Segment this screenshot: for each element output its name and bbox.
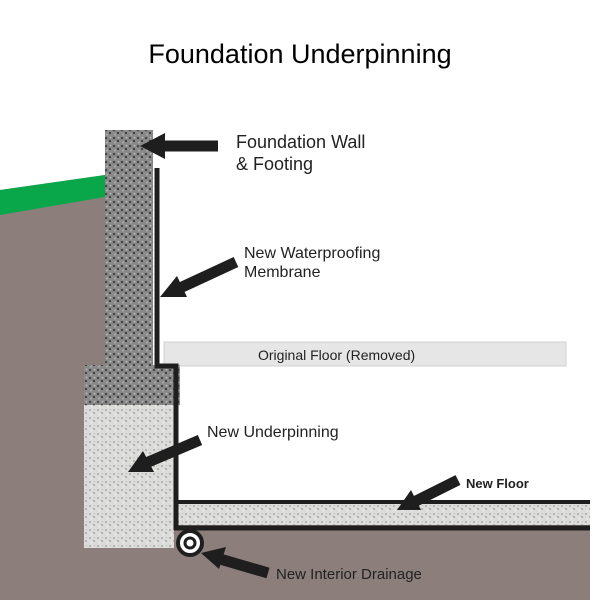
diagram-title: Foundation Underpinning (148, 39, 452, 69)
soil-under-floor (84, 525, 590, 600)
arrow-new-floor (397, 475, 461, 510)
label-new-underpinning: New Underpinning (207, 424, 339, 441)
new-floor-slab (174, 502, 590, 525)
grass-strip (0, 175, 105, 215)
soil-left (0, 175, 105, 600)
arrow-underpinning (128, 434, 203, 472)
new-underpinning-block (84, 405, 174, 548)
label-foundation-wall: Foundation Wall & Footing (236, 132, 366, 174)
label-interior-drainage: New Interior Drainage (276, 566, 422, 583)
waterproofing-membrane (154, 168, 590, 531)
arrow-wall (140, 133, 218, 159)
membrane-base (174, 500, 590, 504)
arrow-membrane (160, 257, 239, 297)
foundation-wall-footing (84, 130, 180, 405)
interior-drainage-pipe (176, 529, 204, 557)
label-original-floor: Original Floor (Removed) (258, 347, 416, 363)
label-new-floor: New Floor (466, 476, 529, 491)
original-floor-slab (163, 341, 567, 367)
arrow-drainage (201, 547, 270, 579)
label-waterproofing-membrane: New Waterproofing Membrane (244, 245, 381, 282)
